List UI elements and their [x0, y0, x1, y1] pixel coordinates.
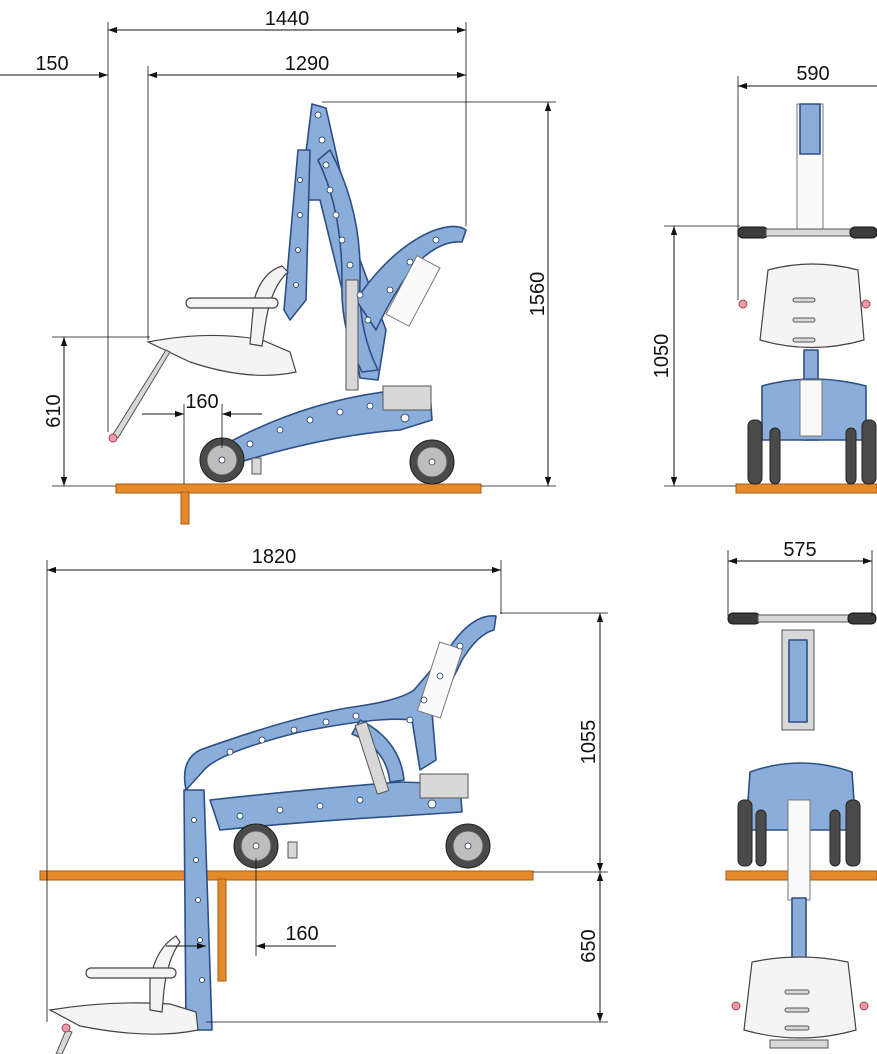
dim-1560: 1560 [527, 272, 549, 317]
pool-deck-leg [180, 491, 190, 525]
front-left-wheel [747, 419, 763, 485]
frame-holes [246, 111, 440, 448]
dim-150: 150 [35, 53, 68, 75]
dim-590: 590 [796, 63, 829, 85]
boom [355, 225, 467, 331]
brake [251, 457, 262, 475]
lower-battery [419, 773, 469, 799]
left-handle [737, 226, 769, 239]
front-view-raised: 590 1050 [651, 63, 877, 494]
lower-front-seat [743, 956, 857, 1039]
control-box [385, 255, 441, 327]
pool-deck [115, 483, 482, 494]
lower-base-frame [209, 781, 463, 831]
lower-seat [48, 935, 199, 1054]
battery [382, 385, 432, 411]
lower-front-wheel [445, 823, 491, 869]
side-view-raised: 1440 150 1290 1560 610 160 [0, 8, 556, 525]
dim-160-top: 160 [185, 391, 218, 413]
dim-650: 650 [578, 929, 600, 962]
front-pool-deck [735, 483, 877, 494]
dim-1290: 1290 [285, 53, 330, 75]
lower-pool-deck-leg [217, 878, 227, 982]
footrest-tip [108, 433, 118, 443]
front-seat-back [759, 263, 865, 349]
rear-wheel [199, 437, 245, 483]
lower-boom [183, 615, 497, 791]
dim-1440: 1440 [265, 8, 310, 30]
dim-1820: 1820 [252, 546, 297, 568]
dim-610: 610 [43, 394, 65, 427]
dim-1055: 1055 [578, 720, 600, 765]
dim-1050: 1050 [651, 334, 673, 379]
right-handle [849, 226, 877, 239]
armrest [185, 297, 279, 309]
vertical-arm [283, 149, 311, 321]
lower-vertical-arm [183, 789, 213, 1031]
front-mast-top [799, 103, 821, 155]
lower-control-box [416, 641, 464, 719]
front-battery [799, 379, 823, 437]
lower-front-battery [787, 799, 811, 901]
dim-575: 575 [783, 539, 816, 561]
footrest-leg [111, 349, 171, 439]
seat [108, 265, 297, 443]
front-right-wheel [861, 419, 877, 485]
lower-front-base [745, 762, 857, 831]
side-view-lowered: 1820 1055 650 160 [39, 546, 608, 1054]
lower-pool-deck [39, 870, 534, 881]
lower-armrest [85, 967, 177, 979]
lower-rear-wheel [233, 823, 279, 869]
front-wheel [409, 439, 455, 485]
actuator [345, 279, 359, 391]
lower-frame-holes [191, 642, 464, 983]
front-view-lowered: 575 [725, 539, 877, 1049]
lower-actuator [354, 721, 390, 795]
inner-arm [317, 149, 379, 373]
handle-bar [765, 228, 877, 237]
dim-160-bottom: 160 [285, 923, 318, 945]
